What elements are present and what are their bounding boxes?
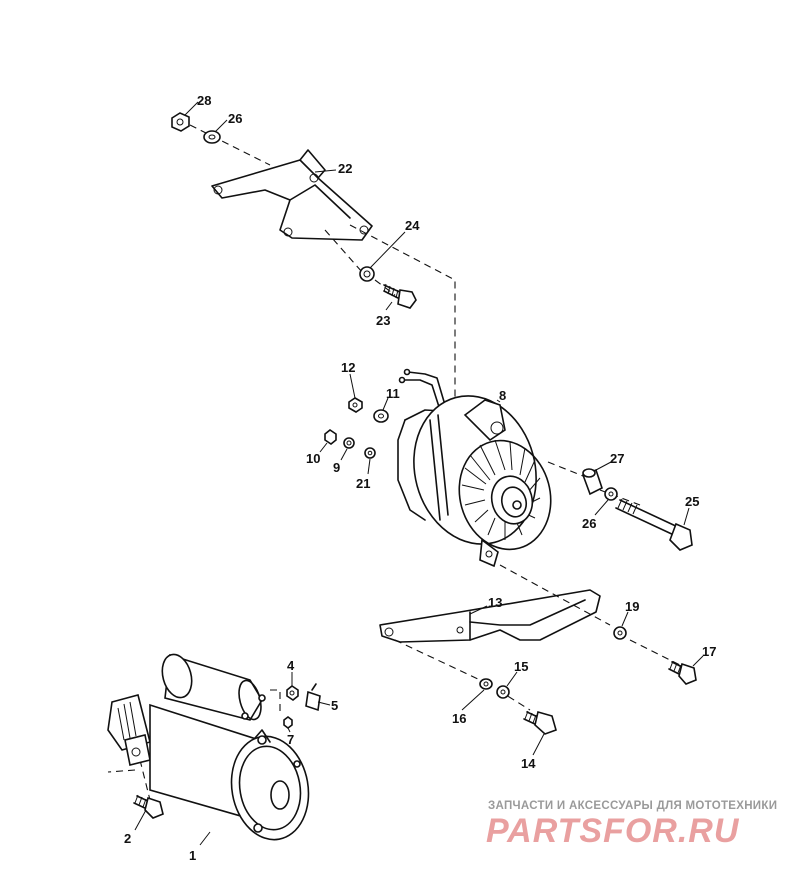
callout-17: 17 <box>702 644 716 659</box>
part-27-spacer <box>581 468 603 496</box>
part-19-washer <box>613 626 627 640</box>
callout-26-right: 26 <box>582 516 596 531</box>
watermark-caption: ЗАПЧАСТИ И АКСЕССУАРЫ ДЛЯ МОТОТЕХНИКИ <box>488 800 778 812</box>
part-16-washer <box>479 678 493 690</box>
callout-27: 27 <box>610 451 624 466</box>
part-24-washer <box>359 266 375 282</box>
part-8-alternator <box>397 368 552 568</box>
callout-24: 24 <box>405 218 420 233</box>
callout-16: 16 <box>452 711 466 726</box>
part-21-washer <box>364 447 376 459</box>
callout-12: 12 <box>341 360 355 375</box>
part-7-nut <box>283 716 293 729</box>
callout-25: 25 <box>685 494 699 509</box>
part-14-bolt <box>523 710 557 735</box>
callout-leaders <box>134 101 704 846</box>
callout-8: 8 <box>499 388 506 403</box>
callout-1: 1 <box>189 848 196 863</box>
callout-21: 21 <box>356 476 370 491</box>
part-12-nut <box>348 397 363 413</box>
callout-labels: 28 26 22 24 23 12 11 10 9 21 8 27 26 25 … <box>124 93 716 863</box>
callout-2: 2 <box>124 831 131 846</box>
callout-11: 11 <box>386 386 400 401</box>
part-11-washer <box>373 409 389 423</box>
watermark-logo: PARTSFOR.RU <box>486 812 740 850</box>
part-17-bolt <box>668 660 697 685</box>
part-10-nut <box>324 429 337 445</box>
part-2-bolt <box>133 794 164 819</box>
part-26-washer-right <box>604 487 618 501</box>
callout-23: 23 <box>376 313 390 328</box>
callout-14: 14 <box>521 756 536 771</box>
part-5-terminal <box>305 683 321 712</box>
callout-4: 4 <box>287 658 295 673</box>
part-1-starter-motor <box>107 653 310 841</box>
part-9-washer <box>343 437 355 449</box>
callout-10: 10 <box>306 451 320 466</box>
part-25-long-bolt <box>615 498 693 551</box>
callout-13: 13 <box>488 595 502 610</box>
part-13-adjusting-bracket <box>379 589 601 643</box>
callout-26-top: 26 <box>228 111 242 126</box>
part-23-bolt <box>383 283 417 309</box>
callout-5: 5 <box>331 698 338 713</box>
part-26-washer-top <box>203 130 221 144</box>
callout-19: 19 <box>625 599 639 614</box>
part-22-bracket <box>211 149 373 241</box>
callout-22: 22 <box>338 161 352 176</box>
part-15-washer <box>496 685 510 699</box>
part-4-nut <box>286 685 299 701</box>
callout-7: 7 <box>287 732 294 747</box>
callout-9: 9 <box>333 460 340 475</box>
callout-15: 15 <box>514 659 528 674</box>
callout-28: 28 <box>197 93 211 108</box>
part-28-nut <box>171 112 190 132</box>
